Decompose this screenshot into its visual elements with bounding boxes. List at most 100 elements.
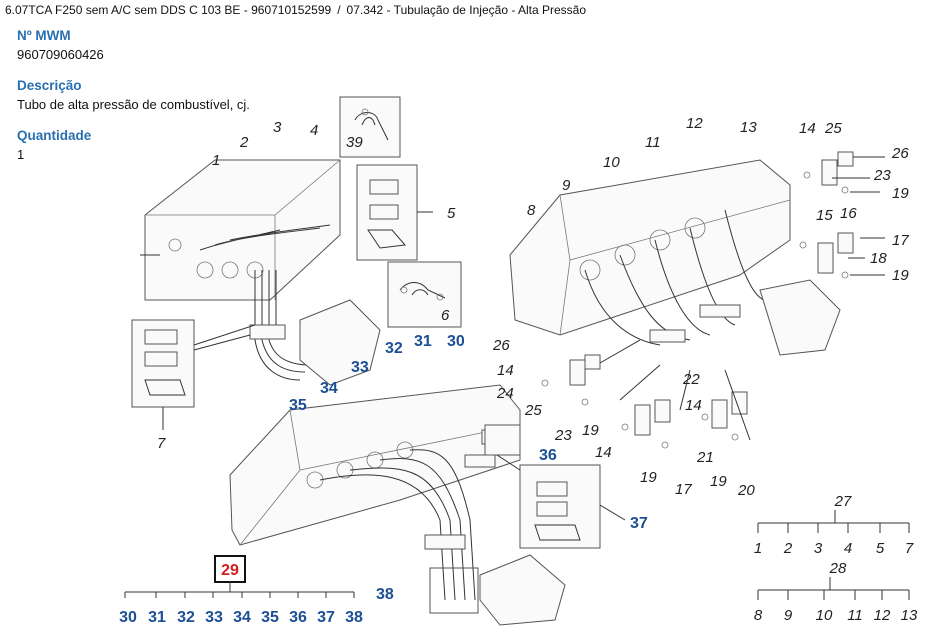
engine-drawing-bottom bbox=[229, 384, 566, 626]
callout-8: 8 bbox=[527, 202, 536, 219]
callout-33: 33 bbox=[351, 359, 369, 376]
callout-38: 38 bbox=[376, 586, 394, 603]
callout-34: 34 bbox=[320, 380, 338, 397]
tree-28-child-8: 8 bbox=[754, 607, 763, 624]
breadcrumb: 6.07TCA F250 sem A/C sem DDS C 103 BE - … bbox=[5, 3, 586, 17]
breadcrumb-item-group[interactable]: 07.342 - Tubulação de Injeção - Alta Pre… bbox=[346, 3, 587, 17]
callout-16: 16 bbox=[840, 205, 857, 222]
callout-1: 1 bbox=[212, 152, 220, 169]
tree-28-child-11: 11 bbox=[847, 607, 863, 624]
clamp-37-inset bbox=[496, 454, 626, 549]
callout-5: 5 bbox=[447, 205, 456, 222]
callout-17b: 17 bbox=[675, 481, 692, 498]
callout-14d: 14 bbox=[685, 397, 702, 414]
tree-28-root: 28 bbox=[829, 560, 847, 577]
tree-29-child-31: 31 bbox=[148, 609, 166, 626]
tree-28-child-13: 13 bbox=[901, 607, 918, 624]
callout-24: 24 bbox=[496, 385, 514, 402]
callout-2: 2 bbox=[239, 134, 249, 151]
callout-14b: 14 bbox=[497, 362, 514, 379]
part-number-value: 960709060426 bbox=[17, 47, 104, 62]
clamp-38-box bbox=[429, 567, 479, 614]
callout-26a: 26 bbox=[891, 145, 909, 162]
clamp-parts-right bbox=[541, 151, 885, 449]
tree-28-child-10: 10 bbox=[816, 607, 833, 624]
callout-19b: 19 bbox=[892, 267, 909, 284]
tree-27: 27 1 2 3 4 5 7 bbox=[754, 493, 914, 557]
callout-13: 13 bbox=[740, 119, 757, 136]
tree-28-child-9: 9 bbox=[784, 607, 793, 624]
callout-26b: 26 bbox=[492, 337, 510, 354]
clamp-36-box bbox=[484, 424, 521, 456]
tree-27-child-4: 4 bbox=[844, 540, 852, 557]
callout-19e: 19 bbox=[640, 469, 657, 486]
callout-39: 39 bbox=[346, 134, 363, 151]
quantity-value: 1 bbox=[17, 147, 25, 162]
tree-29-child-38: 38 bbox=[345, 609, 363, 626]
tree-29-child-36: 36 bbox=[289, 609, 307, 626]
tree-29-child-33: 33 bbox=[205, 609, 223, 626]
callout-35: 35 bbox=[289, 397, 307, 414]
tree-28: 28 8 9 10 11 12 13 bbox=[754, 560, 918, 624]
clamp-7-inset bbox=[131, 319, 256, 430]
callout-14a: 14 bbox=[799, 120, 816, 137]
callout-31: 31 bbox=[414, 333, 432, 350]
engine-drawing-left bbox=[140, 159, 381, 386]
callout-18: 18 bbox=[870, 250, 887, 267]
callout-4: 4 bbox=[310, 122, 318, 139]
callout-23b: 23 bbox=[554, 427, 572, 444]
callout-14c: 14 bbox=[595, 444, 612, 461]
callout-37: 37 bbox=[630, 515, 648, 532]
description-value: Tubo de alta pressão de combustível, cj. bbox=[17, 97, 250, 112]
tree-27-root: 27 bbox=[834, 493, 852, 510]
tree-29-child-35: 35 bbox=[261, 609, 279, 626]
callout-23a: 23 bbox=[873, 167, 891, 184]
callout-22: 22 bbox=[682, 371, 700, 388]
tree-28-child-12: 12 bbox=[874, 607, 891, 624]
highlight-29-label: 29 bbox=[221, 562, 239, 579]
field-part-number: Nº MWM 960709060426 bbox=[17, 28, 104, 62]
callout-3: 3 bbox=[273, 119, 282, 136]
field-quantity: Quantidade 1 bbox=[17, 128, 91, 162]
tree-27-child-1: 1 bbox=[754, 540, 762, 557]
bracket-39-inset bbox=[339, 96, 401, 158]
tree-27-child-2: 2 bbox=[783, 540, 793, 557]
callout-20: 20 bbox=[737, 482, 755, 499]
callout-36: 36 bbox=[539, 447, 557, 464]
engine-drawing-right bbox=[509, 159, 841, 356]
callout-12: 12 bbox=[686, 115, 703, 132]
callout-10: 10 bbox=[603, 154, 620, 171]
tree-27-child-3: 3 bbox=[814, 540, 823, 557]
callout-32: 32 bbox=[385, 340, 403, 357]
tree-29-child-34: 34 bbox=[233, 609, 251, 626]
field-description: Descrição Tubo de alta pressão de combus… bbox=[17, 78, 250, 112]
callouts: 1 2 3 4 39 5 6 7 8 9 10 11 12 13 14 25 2… bbox=[157, 115, 909, 603]
clamp-6-inset bbox=[387, 261, 462, 328]
clamp-5-inset bbox=[356, 164, 433, 261]
callout-25b: 25 bbox=[524, 402, 542, 419]
tree-29-child-30: 30 bbox=[119, 609, 137, 626]
callout-21: 21 bbox=[696, 449, 714, 466]
callout-25a: 25 bbox=[824, 120, 842, 137]
callout-6: 6 bbox=[441, 307, 450, 324]
tree-29-child-37: 37 bbox=[317, 609, 335, 626]
callout-9: 9 bbox=[562, 177, 571, 194]
callout-17a: 17 bbox=[892, 232, 909, 249]
tree-27-child-7: 7 bbox=[905, 540, 914, 557]
part-number-label: Nº MWM bbox=[17, 28, 71, 43]
description-label: Descrição bbox=[17, 78, 82, 93]
tree-29: 29 30 31 32 33 34 35 36 37 38 bbox=[119, 555, 363, 626]
callout-7: 7 bbox=[157, 435, 166, 452]
quantity-label: Quantidade bbox=[17, 128, 92, 143]
callout-30: 30 bbox=[447, 333, 465, 350]
breadcrumb-separator: / bbox=[337, 3, 341, 17]
callout-19c: 19 bbox=[582, 422, 599, 439]
tree-27-child-5: 5 bbox=[876, 540, 885, 557]
callout-19a: 19 bbox=[892, 185, 909, 202]
callout-15: 15 bbox=[816, 207, 833, 224]
callout-19d: 19 bbox=[710, 473, 727, 490]
breadcrumb-item-engine[interactable]: 6.07TCA F250 sem A/C sem DDS C 103 BE - … bbox=[5, 3, 332, 17]
tree-29-child-32: 32 bbox=[177, 609, 195, 626]
callout-11: 11 bbox=[645, 134, 661, 151]
